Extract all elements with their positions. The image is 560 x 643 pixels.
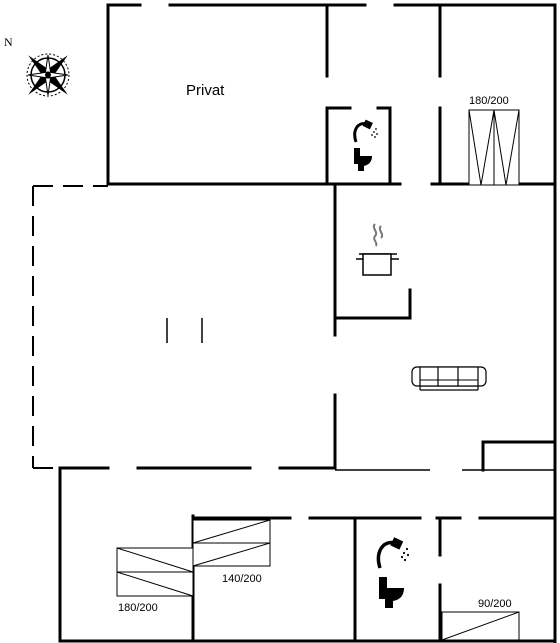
columns — [166, 318, 203, 343]
bed-bottom-middle — [192, 519, 271, 567]
interior-walls-top — [325, 3, 442, 186]
sofa-icon — [411, 366, 487, 391]
room-label-private: Privat — [186, 82, 225, 99]
compass-rose-icon — [26, 53, 70, 97]
shower-icon — [353, 119, 378, 143]
bed-size-label: 180/200 — [118, 602, 158, 614]
north-label: N — [4, 35, 13, 49]
toilet-icon — [379, 577, 404, 608]
bed-bottom-left — [116, 547, 194, 597]
bed-size-label: 180/200 — [469, 95, 509, 107]
bottom-walls — [58, 466, 557, 643]
cooking-pot-icon — [356, 223, 399, 276]
exterior-walls — [106, 3, 557, 643]
kitchen-walls — [333, 182, 412, 470]
toilet-icon — [354, 148, 372, 171]
bed-bottom-right — [441, 611, 520, 641]
bed-size-label: 90/200 — [478, 598, 512, 610]
shower-icon — [376, 537, 410, 569]
open-area-dashed-outline — [32, 185, 108, 469]
bed-size-label: 140/200 — [222, 573, 262, 585]
bed-top-right — [468, 109, 520, 186]
middle-wall — [58, 440, 557, 472]
